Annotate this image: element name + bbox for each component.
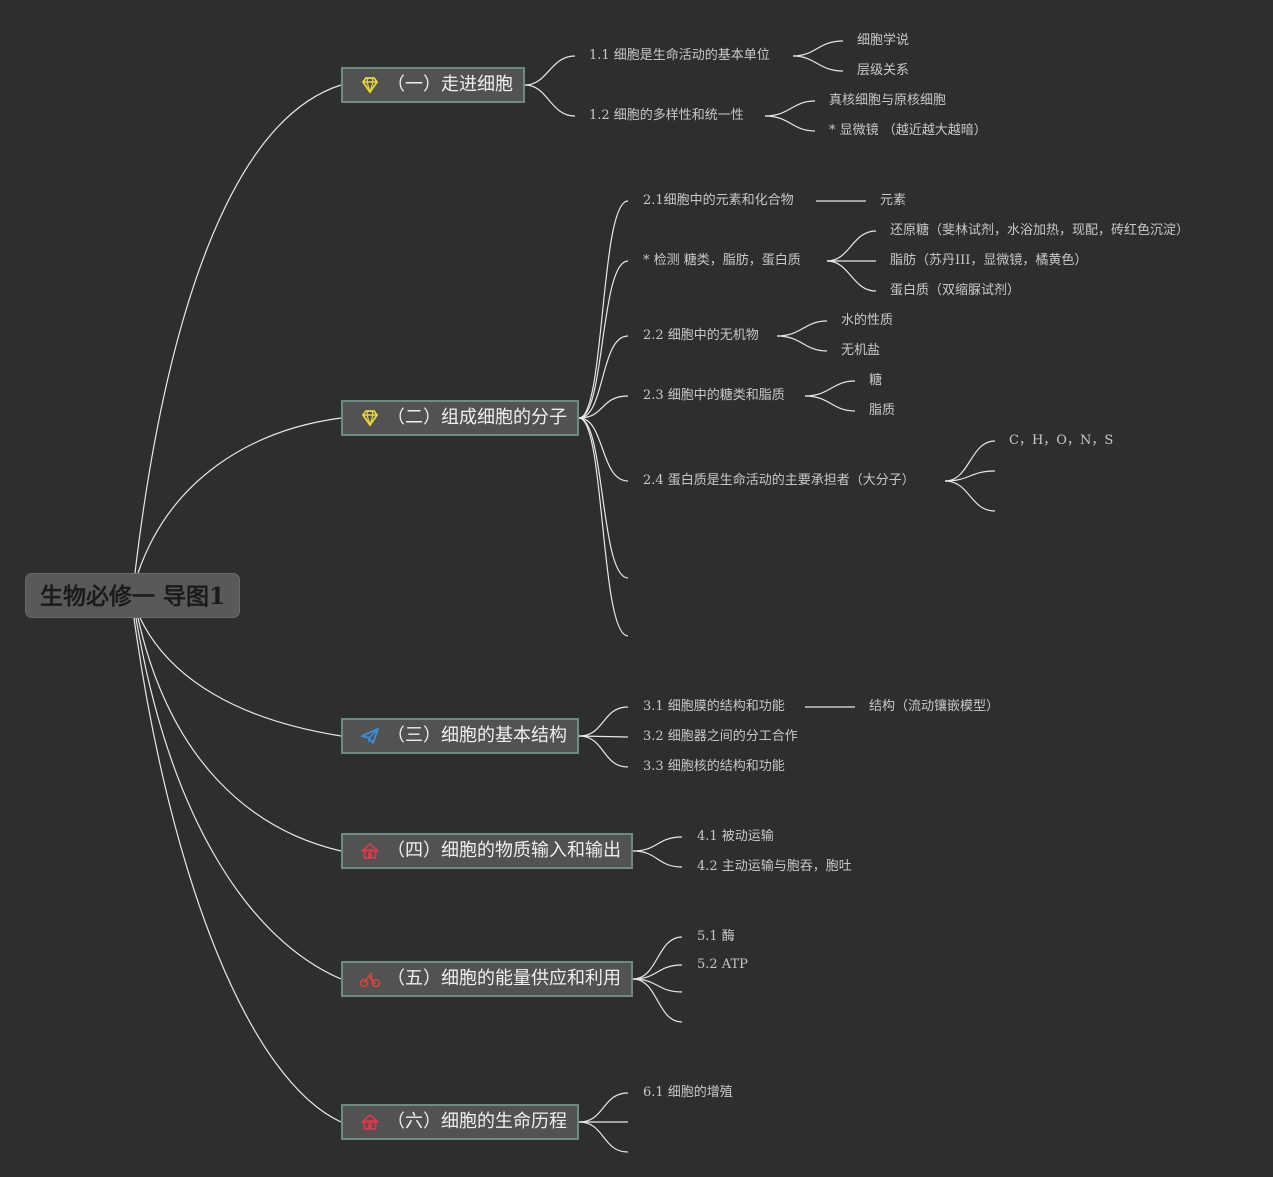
topic-node[interactable]: （一）走进细胞 [341, 67, 525, 103]
leaf-label[interactable]: 细胞学说 [857, 33, 910, 48]
subtopic-label[interactable]: * 检测 糖类，脂肪，蛋白质 [643, 253, 801, 268]
topic-label: （二）组成细胞的分子 [387, 407, 567, 428]
leaf-label[interactable]: 还原糖（斐林试剂，水浴加热，现配，砖红色沉淀） [890, 223, 1190, 238]
leaf-label[interactable]: 糖 [869, 373, 883, 388]
leaf-label[interactable]: 结构（流动镶嵌模型） [869, 699, 1000, 714]
subtopic-label[interactable]: 5.1 酶 [697, 929, 735, 944]
subtopic-label[interactable]: 2.2 细胞中的无机物 [643, 328, 759, 343]
paper-plane-icon [359, 725, 381, 747]
subtopic-label[interactable]: 2.1细胞中的元素和化合物 [643, 193, 794, 208]
subtopic-label[interactable]: 4.2 主动运输与胞吞，胞吐 [697, 859, 852, 874]
subtopic-label[interactable]: 5.2 ATP [697, 957, 748, 972]
leaf-label[interactable]: 蛋白质（双缩脲试剂） [890, 283, 1021, 298]
home-icon [359, 840, 381, 862]
subtopic-label[interactable]: 1.2 细胞的多样性和统一性 [589, 108, 744, 123]
topic-label: （四）细胞的物质输入和输出 [387, 840, 621, 861]
topic-label: （六）细胞的生命历程 [387, 1111, 567, 1132]
home-icon [359, 1111, 381, 1133]
topic-node[interactable]: （三）细胞的基本结构 [341, 718, 579, 754]
subtopic-label[interactable]: 1.1 细胞是生命活动的基本单位 [589, 48, 770, 63]
diamond-icon [359, 74, 381, 96]
subtopic-label[interactable]: 3.2 细胞器之间的分工合作 [643, 729, 798, 744]
topic-node[interactable]: （六）细胞的生命历程 [341, 1104, 579, 1140]
topic-node[interactable]: （二）组成细胞的分子 [341, 400, 579, 436]
leaf-label[interactable]: 脂质 [869, 403, 896, 418]
leaf-label[interactable]: 脂肪（苏丹III，显微镜，橘黄色） [890, 253, 1088, 268]
subtopic-label[interactable]: 3.3 细胞核的结构和功能 [643, 759, 785, 774]
root-node[interactable]: 生物必修一 导图1 [25, 573, 240, 618]
topic-label: （三）细胞的基本结构 [387, 725, 567, 746]
diamond-icon [359, 407, 381, 429]
subtopic-label[interactable]: 2.4 蛋白质是生命活动的主要承担者（大分子） [643, 473, 915, 488]
leaf-label[interactable]: 元素 [880, 193, 907, 208]
leaf-label[interactable]: 无机盐 [841, 343, 881, 358]
leaf-label[interactable]: C，H，O，N，S [1009, 433, 1114, 448]
leaf-label[interactable]: 水的性质 [841, 313, 894, 328]
leaf-label[interactable]: 层级关系 [857, 63, 910, 78]
subtopic-label[interactable]: 4.1 被动运输 [697, 829, 774, 844]
subtopic-label[interactable]: 3.1 细胞膜的结构和功能 [643, 699, 785, 714]
leaf-label[interactable]: * 显微镜 （越近越大越暗） [829, 123, 987, 138]
topic-label: （五）细胞的能量供应和利用 [387, 968, 621, 989]
topic-label: （一）走进细胞 [387, 74, 513, 95]
topic-node[interactable]: （四）细胞的物质输入和输出 [341, 833, 633, 869]
topic-node[interactable]: （五）细胞的能量供应和利用 [341, 961, 633, 997]
subtopic-label[interactable]: 2.3 细胞中的糖类和脂质 [643, 388, 785, 403]
subtopic-label[interactable]: 6.1 细胞的增殖 [643, 1085, 733, 1100]
bicycle-icon [359, 968, 381, 990]
leaf-label[interactable]: 真核细胞与原核细胞 [829, 93, 947, 108]
